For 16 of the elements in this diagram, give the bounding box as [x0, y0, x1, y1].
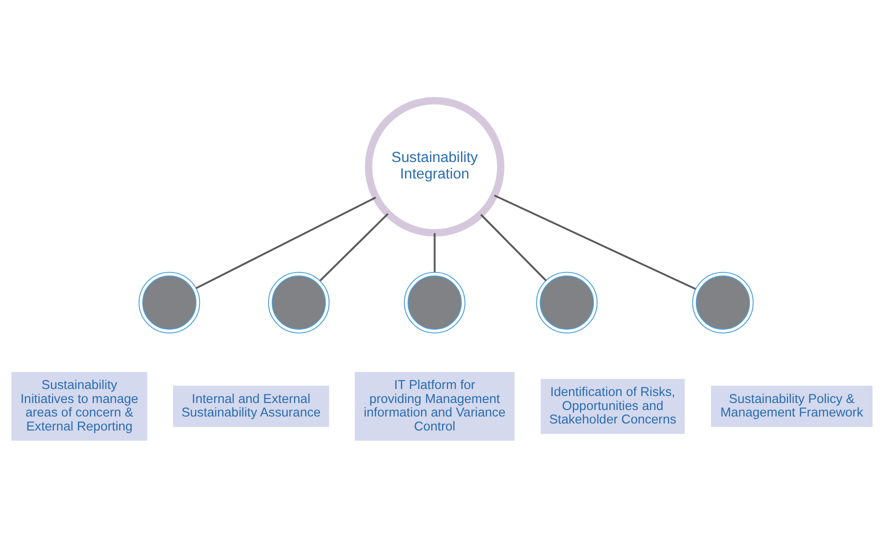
connector: [494, 194, 696, 290]
node-circle: [268, 271, 330, 333]
node-box: IT Platform for providing Management information and Variance Control: [354, 371, 515, 440]
node-circle: [692, 271, 754, 333]
node-circle: [138, 271, 200, 333]
connector: [434, 232, 436, 272]
node-circle: Sustainability Integration: [364, 96, 504, 236]
node-box: Internal and External Sustainability Assurance: [173, 385, 330, 427]
node-circle: [536, 271, 598, 333]
connector: [196, 196, 376, 288]
node-box: Sustainability Policy & Management Framework: [710, 385, 873, 427]
node-circle: [404, 271, 466, 333]
node-box: Identification of Risks, Opportunities and Stakeholder Concerns: [540, 378, 685, 434]
node-box: Sustainability Initiatives to manage areas of concern & External Reporting: [11, 371, 148, 440]
connector: [319, 212, 389, 281]
connector: [480, 213, 547, 281]
